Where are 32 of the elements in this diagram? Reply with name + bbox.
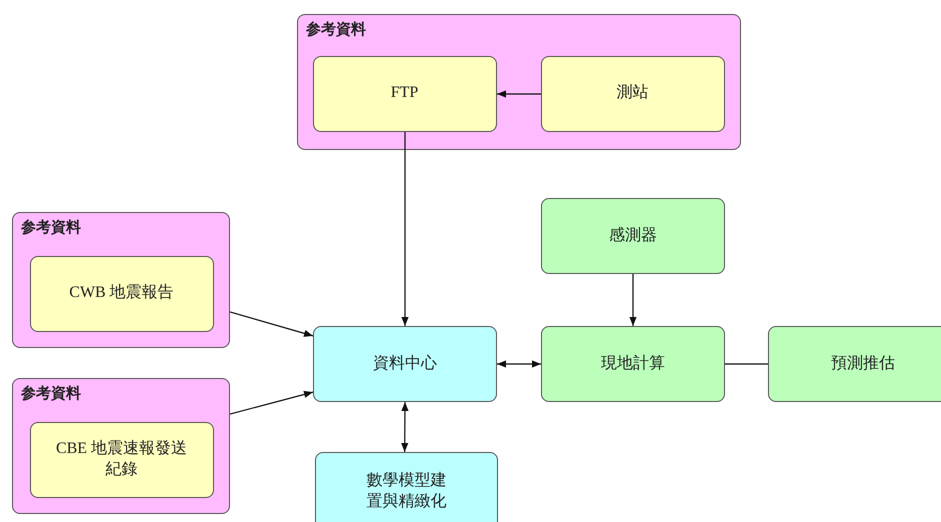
process-box — [30, 422, 214, 498]
arrow — [629, 274, 637, 326]
connector-line — [725, 363, 768, 365]
group-panel — [12, 378, 230, 514]
group-panel — [12, 212, 230, 348]
process-box — [768, 326, 941, 402]
box-label: 預測推估 — [831, 354, 895, 374]
box-label: 測站 — [616, 83, 648, 104]
process-box — [540, 56, 724, 132]
arrow — [401, 402, 409, 452]
process-box — [313, 326, 497, 402]
process-box — [315, 452, 498, 522]
arrow — [401, 132, 409, 326]
box-label: 數學模型建置與精緻化 — [366, 471, 448, 512]
group-heading: 参考資料 — [21, 218, 81, 237]
box-label: CWB 地震報告 — [69, 283, 174, 304]
box-label: 感測器 — [609, 226, 657, 246]
box-label: FTP — [390, 83, 418, 104]
group-heading: 参考資料 — [306, 20, 366, 39]
group-heading: 参考資料 — [21, 384, 81, 403]
arrow — [230, 311, 314, 337]
box-label: 現地計算 — [601, 354, 665, 374]
arrow — [497, 90, 541, 98]
process-box — [312, 56, 496, 132]
arrow — [497, 360, 541, 368]
box-label: 資料中心 — [373, 354, 437, 374]
group-panel — [297, 14, 741, 150]
box-label: CBE 地震速報發送紀錄 — [54, 438, 188, 480]
process-box — [541, 326, 725, 402]
process-box — [541, 198, 725, 274]
arrow — [230, 390, 314, 415]
process-box — [30, 256, 214, 332]
